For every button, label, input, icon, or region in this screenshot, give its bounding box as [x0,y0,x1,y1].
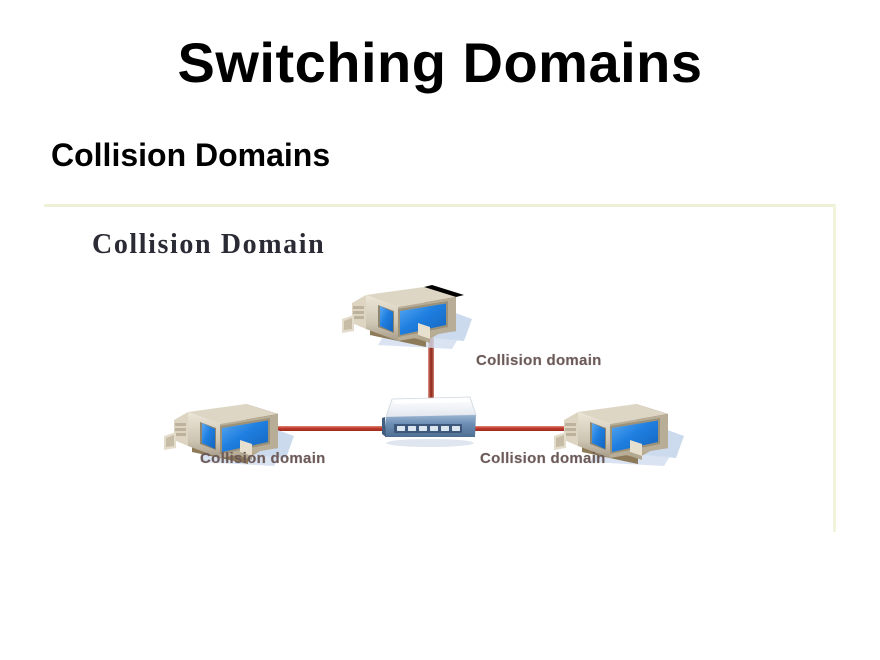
desktop-computer-left [154,392,314,478]
slide-subtitle: Collision Domains [51,137,331,173]
computer-icon [554,404,684,466]
desktop-computer-top [332,275,492,361]
cable-left-to-switch [276,426,386,431]
link-label-top: Collision domain [476,352,602,369]
cable-top-to-switch [428,337,434,405]
computer-icon [342,285,472,349]
link-label-left: Collision domain [200,450,326,467]
cable-right-to-switch [474,426,584,431]
page-title: Switching Domains [177,31,703,94]
diagram-heading: Collision Domain [92,229,326,260]
link-label-right: Collision domain [480,450,606,467]
network-diagram-image: Collision Domain [44,204,836,532]
switch-icon [382,396,477,447]
network-switch [374,393,484,449]
computer-icon [164,404,294,466]
desktop-computer-right [544,392,704,478]
